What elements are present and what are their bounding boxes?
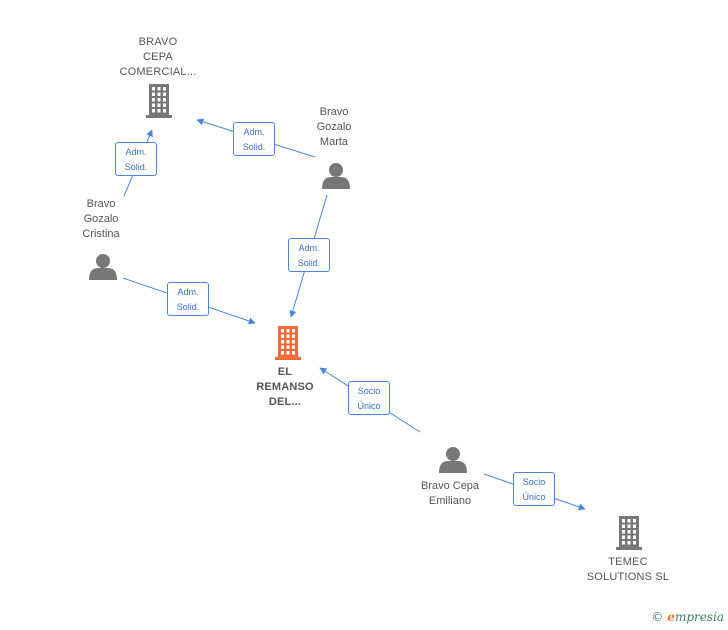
node-label-el_remanso[interactable]: EL REMANSO DEL...	[256, 366, 314, 408]
node-label-bravo_cepa_emiliano[interactable]: Bravo Cepa Emiliano	[420, 480, 480, 507]
edge-label-bravo_cepa_emiliano-to-el_remanso[interactable]: Socio Único	[348, 381, 390, 415]
building-icon-temec_solutions[interactable]	[616, 516, 642, 550]
empresia-logo: ©empresia	[651, 610, 724, 624]
edge-label-bravo_gozalo_marta-to-bravo_cepa_comercial[interactable]: Adm. Solid.	[233, 122, 275, 156]
building-icon-bravo_cepa_comercial[interactable]	[146, 84, 172, 118]
person-icon-bravo_cepa_emiliano[interactable]	[439, 447, 467, 473]
node-label-bravo_gozalo_cristina[interactable]: Bravo Gozalo Cristina	[82, 198, 120, 240]
person-icon-bravo_gozalo_marta[interactable]	[322, 163, 350, 189]
edge-label-bravo_gozalo_marta-to-el_remanso[interactable]: Adm. Solid.	[288, 238, 330, 272]
node-label-temec_solutions[interactable]: TEMEC SOLUTIONS SL	[586, 556, 670, 583]
edge-label-bravo_gozalo_cristina-to-el_remanso[interactable]: Adm. Solid.	[167, 282, 209, 316]
node-label-bravo_cepa_comercial[interactable]: BRAVO CEPA COMERCIAL...	[119, 36, 197, 78]
node-label-bravo_gozalo_marta[interactable]: Bravo Gozalo Marta	[316, 106, 352, 148]
edge-label-bravo_gozalo_cristina-to-bravo_cepa_comercial[interactable]: Adm. Solid.	[115, 142, 157, 176]
building-icon-el_remanso[interactable]	[275, 326, 301, 360]
person-icon-bravo_gozalo_cristina[interactable]	[89, 254, 117, 280]
edge-label-bravo_cepa_emiliano-to-temec_solutions[interactable]: Socio Único	[513, 472, 555, 506]
